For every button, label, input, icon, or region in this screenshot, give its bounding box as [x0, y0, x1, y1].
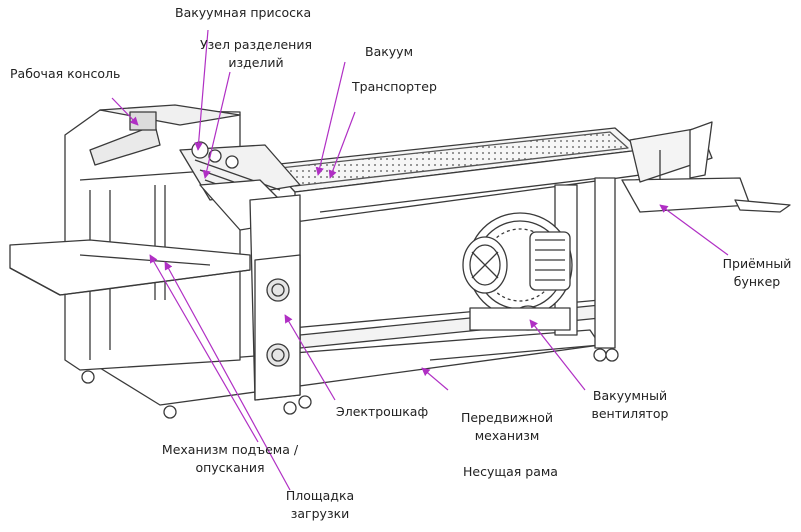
leader-lift — [149, 254, 259, 443]
leader-lines — [111, 29, 729, 491]
vacuum-fan — [462, 212, 573, 331]
label-lift-line2: опускания — [195, 460, 265, 475]
operator-unit — [64, 104, 241, 371]
label-loading-platform: Площадка загрузки — [270, 486, 370, 524]
label-conveyor: Транспортер — [352, 79, 437, 94]
receiving-bunker — [621, 121, 791, 213]
conveyor — [269, 127, 641, 349]
leader-cabinet — [284, 314, 336, 401]
label-separation-line2: изделий — [228, 55, 284, 70]
leader-vacuum-cup — [194, 29, 209, 151]
label-vacuum-cup: Вакуумная присоска — [175, 5, 312, 20]
label-lift-line1: Механизм подъема / — [161, 442, 299, 457]
label-fan-line1: Вакуумный — [592, 388, 668, 403]
label-cabinet: Электрошкаф — [336, 404, 429, 419]
label-fan-line2: вентилятор — [591, 406, 669, 421]
label-console: Рабочая консоль — [10, 66, 121, 81]
leader-mobile — [421, 367, 449, 391]
leader-conveyor — [328, 111, 356, 179]
label-vacuum: Вакуум — [365, 44, 414, 59]
label-mobile-line1: Передвижной — [460, 410, 554, 425]
wheels — [81, 348, 619, 419]
leader-separation — [202, 71, 231, 179]
leader-platform — [164, 261, 291, 491]
label-receiving-bunker: Приёмный бункер — [712, 254, 801, 292]
label-lift-mechanism: Механизм подъема / опускания — [150, 440, 310, 478]
loading-platform — [9, 239, 251, 296]
leader-receiving — [659, 204, 729, 256]
leader-vacuum — [315, 61, 346, 176]
label-mobile-line2: механизм — [474, 428, 540, 443]
label-separation-unit: Узел разделения изделий — [186, 35, 326, 73]
leader-console — [111, 97, 139, 126]
label-platform-line1: Площадка — [285, 488, 355, 503]
label-receiving-line2: бункер — [733, 274, 781, 289]
label-platform-line2: загрузки — [290, 506, 350, 521]
label-frame: Несущая рама — [463, 464, 558, 479]
machine-drawing — [9, 104, 791, 419]
label-separation-line1: Узел разделения — [200, 37, 312, 52]
electrical-cabinet — [249, 194, 301, 401]
label-vacuum-fan: Вакуумный вентилятор — [575, 386, 685, 424]
leader-fan — [529, 319, 586, 391]
label-receiving-line1: Приёмный — [722, 256, 792, 271]
label-mobile-mechanism: Передвижной механизм — [452, 408, 562, 446]
